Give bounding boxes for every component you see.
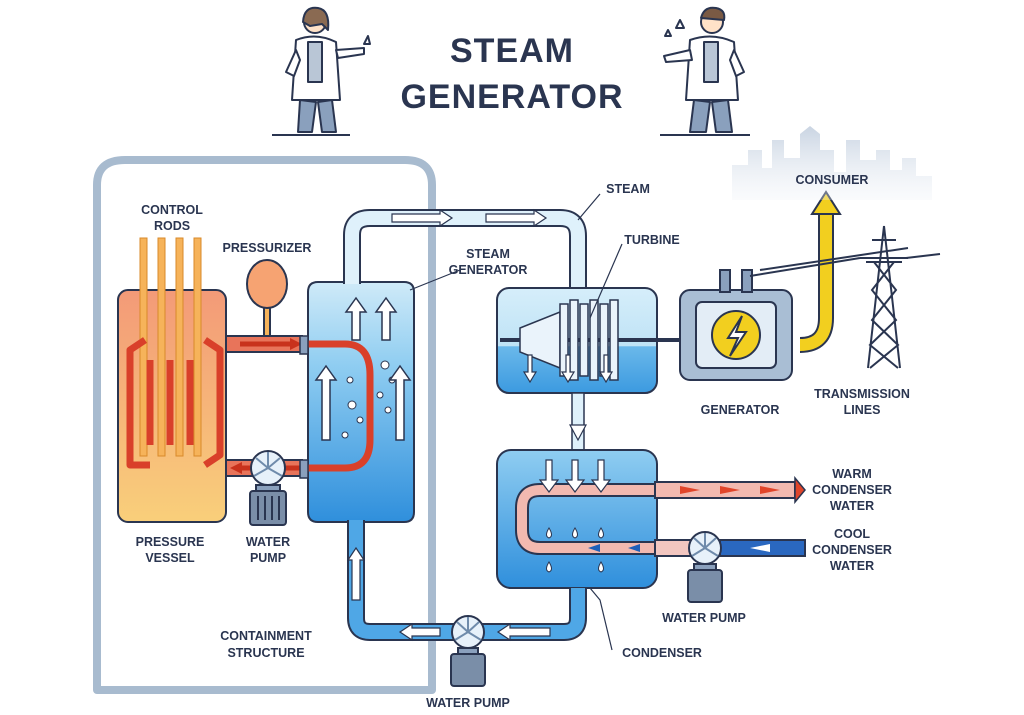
label-consumer: CONSUMER (796, 173, 869, 187)
label-transmission-lines-2: LINES (844, 403, 881, 417)
transmission-tower-icon (749, 225, 941, 369)
title-line-2: GENERATOR (400, 78, 623, 116)
lightning-icon (726, 315, 748, 357)
scientist-woman-icon (272, 6, 371, 136)
steam-flow-arrows (391, 208, 548, 228)
warm-water-outlet (654, 475, 806, 505)
label-generator: GENERATOR (701, 403, 780, 417)
condenser-steam-arrows (538, 459, 612, 493)
city-skyline-icon (732, 126, 932, 200)
label-pressure-vessel-2: VESSEL (145, 551, 195, 565)
label-control-rods-2: RODS (154, 219, 190, 233)
feedwater-arrows (346, 546, 551, 642)
condenser-pump-icon (687, 531, 723, 603)
label-turbine: TURBINE (624, 233, 680, 247)
generator (679, 269, 793, 381)
pressurizer (246, 259, 288, 343)
steam-up-arrows (314, 296, 412, 441)
label-containment-1: CONTAINMENT (220, 629, 312, 643)
label-containment-2: STRUCTURE (227, 646, 304, 660)
label-steam-generator-2: GENERATOR (449, 263, 528, 277)
hot-leg-pipe (225, 335, 303, 353)
steam-generator-u-tube (302, 340, 374, 472)
condensate-droplets (546, 527, 604, 573)
label-cool-water-3: WATER (830, 559, 874, 573)
label-transmission-lines-1: TRANSMISSION (814, 387, 910, 401)
label-steam: STEAM (606, 182, 650, 196)
feedwater-pump-icon (450, 615, 486, 687)
turbine-rotor (500, 299, 690, 381)
label-warm-water-1: WARM (832, 467, 872, 481)
label-water-pump-reactor-2: PUMP (250, 551, 286, 565)
label-warm-water-3: WATER (830, 499, 874, 513)
label-pressure-vessel-1: PRESSURE (136, 535, 205, 549)
turbine-steam-arrows (522, 354, 614, 384)
label-cool-water-2: CONDENSER (812, 543, 892, 557)
reactor-flow-arrows (126, 337, 224, 469)
label-steam-generator-1: STEAM (466, 247, 510, 261)
label-water-pump-bottom: WATER PUMP (426, 696, 510, 710)
label-condenser: CONDENSER (622, 646, 702, 660)
label-water-pump-reactor-1: WATER (246, 535, 290, 549)
label-cool-water-1: COOL (834, 527, 870, 541)
label-control-rods-1: CONTROL (141, 203, 203, 217)
steam-pipe (343, 209, 587, 292)
scientist-man-icon (660, 6, 750, 136)
label-warm-water-2: CONDENSER (812, 483, 892, 497)
containment-structure (93, 156, 436, 694)
label-water-pump-condenser: WATER PUMP (662, 611, 746, 625)
leader-lines (409, 193, 623, 651)
label-pressurizer: PRESSURIZER (223, 241, 312, 255)
pump-fan-icon (249, 450, 287, 526)
title-line-1: STEAM (450, 32, 574, 70)
